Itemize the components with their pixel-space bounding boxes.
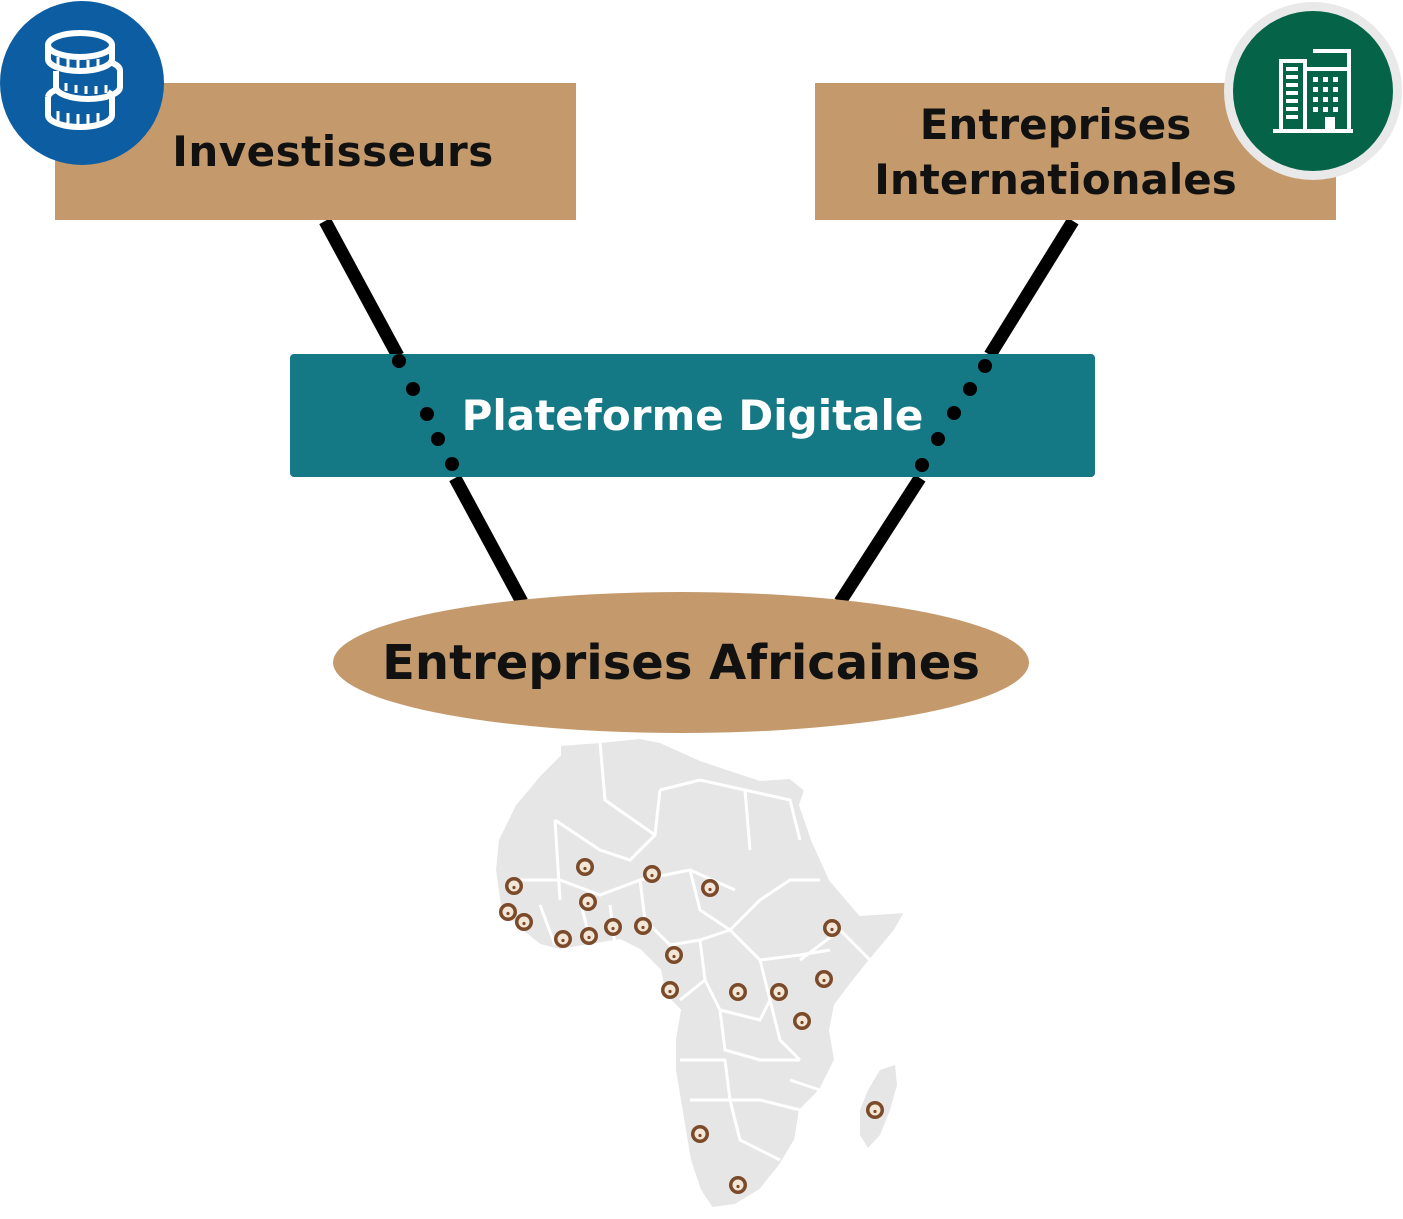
lion-head-icon xyxy=(823,919,841,937)
lion-head-icon xyxy=(515,913,533,931)
investors-label: Investisseurs xyxy=(172,127,494,176)
africa-continent-shape xyxy=(493,736,907,1210)
intl-icon-badge xyxy=(1233,11,1393,171)
dot-right-3 xyxy=(947,406,961,420)
coins-icon xyxy=(45,30,123,130)
dot-left-5 xyxy=(445,457,459,471)
dot-right-2 xyxy=(963,382,977,396)
line-intl-to-platform xyxy=(984,217,1079,359)
intl-label-line2: Internationales xyxy=(874,154,1237,204)
lion-head-icon xyxy=(815,970,833,988)
dot-left-4 xyxy=(431,432,445,446)
digital-platform-label: Plateforme Digitale xyxy=(461,391,924,440)
line-platform-to-africa-right xyxy=(834,474,926,606)
lion-head-icon xyxy=(580,927,598,945)
international-companies-label: Entreprises Internationales xyxy=(874,97,1237,207)
line-investors-to-platform xyxy=(319,217,404,360)
dot-left-3 xyxy=(420,407,434,421)
lion-head-icon xyxy=(576,858,594,876)
dot-right-5 xyxy=(915,458,929,472)
lion-head-icon xyxy=(729,983,747,1001)
lion-head-icon xyxy=(729,1176,747,1194)
lion-head-icon xyxy=(643,865,661,883)
african-companies-label: Entreprises Africaines xyxy=(382,634,980,691)
lion-head-icon xyxy=(701,879,719,897)
lion-head-icon xyxy=(793,1012,811,1030)
lion-head-icon xyxy=(634,917,652,935)
country-borders xyxy=(520,741,872,1162)
african-companies-ellipse: Entreprises Africaines xyxy=(333,592,1029,733)
dot-right-1 xyxy=(978,359,992,373)
lion-head-icon xyxy=(661,981,679,999)
lion-head-icon xyxy=(604,918,622,936)
lion-head-icon xyxy=(554,930,572,948)
dot-right-4 xyxy=(931,432,945,446)
lion-head-icon xyxy=(770,983,788,1001)
line-platform-to-africa-left xyxy=(449,474,528,606)
investors-icon-badge xyxy=(0,1,164,165)
lion-head-icon xyxy=(665,946,683,964)
lion-head-icon xyxy=(499,903,517,921)
lion-head-icon xyxy=(691,1125,709,1143)
dot-left-1 xyxy=(392,354,406,368)
dot-left-2 xyxy=(406,382,420,396)
lion-head-icon xyxy=(505,877,523,895)
lion-head-icon xyxy=(866,1101,884,1119)
intl-label-line1: Entreprises xyxy=(919,99,1192,149)
office-building-icon xyxy=(1273,49,1353,133)
lion-head-icon xyxy=(579,893,597,911)
